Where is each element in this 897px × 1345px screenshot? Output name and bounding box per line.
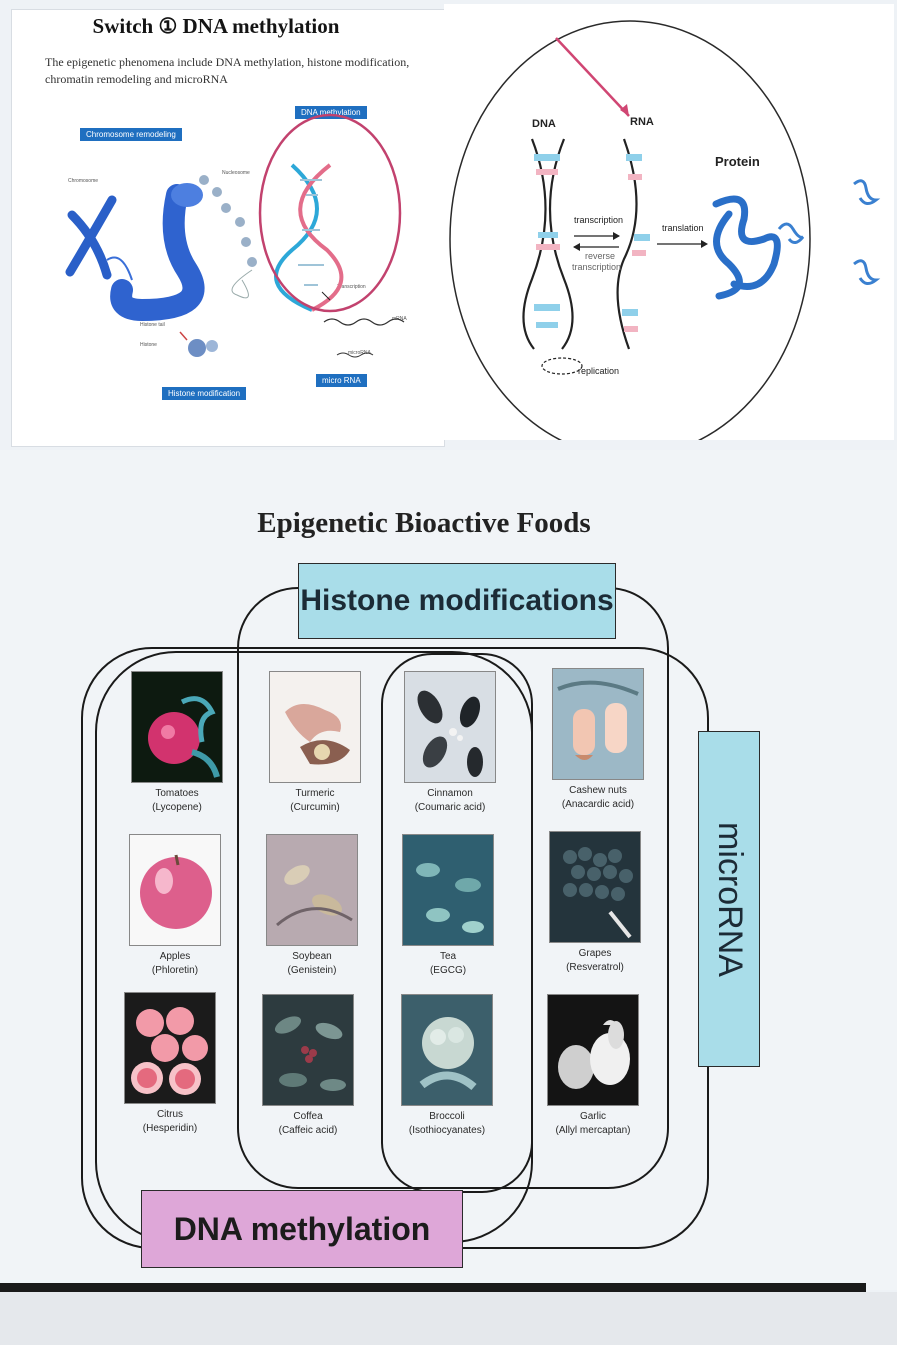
protein-label: Protein xyxy=(715,154,760,169)
nucleosome-beads-icon xyxy=(199,175,257,267)
chromosome-remodeling-label: Chromosome remodeling xyxy=(80,128,182,141)
food-item-coffea: Coffea (Caffeic acid) xyxy=(248,994,368,1138)
screen-bottom-margin xyxy=(0,1292,897,1345)
micro-rna-label: micro RNA xyxy=(316,374,367,387)
slide-title: Switch ① DNA methylation xyxy=(92,14,340,38)
garlic-icon xyxy=(547,994,639,1106)
screen-bottom-bar xyxy=(0,1283,866,1292)
central-dogma-slide xyxy=(444,4,894,440)
dna-label: DNA xyxy=(532,118,556,130)
mrna-strand-icon xyxy=(323,318,405,326)
food-item-cashew: Cashew nuts (Anacardic acid) xyxy=(538,668,658,812)
grapes-icon xyxy=(549,831,641,943)
turmeric-icon xyxy=(269,671,361,783)
slide-intro-text: The epigenetic phenomena include DNA met… xyxy=(45,55,410,86)
transcription-label: transcription xyxy=(574,215,624,225)
central-dogma-diagram xyxy=(449,20,881,440)
rna-strand-icon xyxy=(616,138,650,350)
microrna-label: microRNA xyxy=(710,821,749,977)
soybean-icon xyxy=(266,834,358,946)
food-item-apples: Apples (Phloretin) xyxy=(115,834,235,978)
pointer-arrow xyxy=(555,37,630,117)
histone-caption: Histone xyxy=(140,342,157,348)
rna-label: RNA xyxy=(630,116,654,128)
chromosome-icon xyxy=(65,195,117,280)
epigenetics-illustration xyxy=(65,113,405,358)
dna-base-pairs xyxy=(534,154,560,328)
food-item-broccoli: Broccoli (Isothiocyanates) xyxy=(387,994,507,1138)
broccoli-icon xyxy=(401,994,493,1106)
small-protein-icons xyxy=(777,179,881,285)
microrna-label-box xyxy=(698,731,760,1067)
cashew-icon xyxy=(552,668,644,780)
nucleosome-caption: Nucleosome xyxy=(222,170,250,176)
tomato-icon xyxy=(131,671,223,783)
food-item-cinnamon: Cinnamon (Coumaric acid) xyxy=(390,671,510,815)
chromosome-caption: Chromosome xyxy=(68,178,99,184)
histone-modifications-label: Histone modifications xyxy=(298,563,616,639)
replication-label: replication xyxy=(578,366,620,376)
protein-icon xyxy=(712,195,781,300)
dna-methylation-highlight-circle xyxy=(258,113,402,313)
food-item-soybean: Soybean (Genistein) xyxy=(252,834,372,978)
histone-tail-caption: Histone tail xyxy=(140,322,165,328)
dna-methylation-small-label: DNA methylation xyxy=(295,106,367,119)
tea-icon xyxy=(402,834,494,946)
cinnamon-icon xyxy=(404,671,496,783)
citrus-icon xyxy=(124,992,216,1104)
chromatin-coil-icon xyxy=(110,183,205,322)
histone-modification-label: Histone modification xyxy=(162,387,247,400)
dna-methylation-label: DNA methylation xyxy=(141,1190,463,1268)
food-item-garlic: Garlic (Allyl mercaptan) xyxy=(533,994,653,1138)
food-item-grapes: Grapes (Resveratrol) xyxy=(535,831,655,975)
replication-loop-icon xyxy=(541,357,583,375)
food-item-turmeric: Turmeric (Curcumin) xyxy=(255,671,375,815)
coffee-icon xyxy=(262,994,354,1106)
histone-icon xyxy=(179,331,218,357)
reverse-label: reverse xyxy=(585,251,616,261)
reverse-transcription-label: transcription xyxy=(572,262,622,272)
microrna-caption: microRNA xyxy=(348,350,371,356)
food-item-tea: Tea (EGCG) xyxy=(388,834,508,978)
microrna-strand-icon xyxy=(336,352,374,358)
bottom-title: Epigenetic Bioactive Foods xyxy=(257,507,591,539)
food-item-citrus: Citrus (Hesperidin) xyxy=(110,992,230,1136)
translation-label: translation xyxy=(662,223,704,233)
food-item-tomatoes: Tomatoes (Lycopene) xyxy=(117,671,237,815)
apple-icon xyxy=(129,834,221,946)
microrna-label-wrap: microRNA xyxy=(698,731,760,1067)
process-ellipse xyxy=(449,20,811,440)
transcription-caption: Transcription xyxy=(337,284,366,290)
dna-helix-icon xyxy=(274,163,344,312)
